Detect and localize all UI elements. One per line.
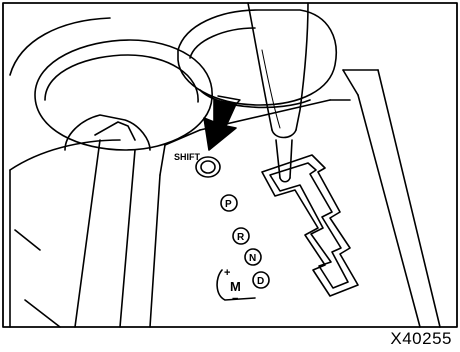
shift-lever: [248, 3, 308, 182]
shift-label: SHIFT: [174, 152, 201, 162]
position-p-label: P: [225, 199, 232, 210]
down-arrow-icon: [204, 96, 240, 150]
right-cup-holder: [178, 10, 336, 107]
position-d-label: D: [257, 276, 264, 287]
figure-code: X40255: [390, 329, 452, 349]
left-cup-holder: [10, 18, 212, 150]
manual-plus-label: +: [224, 267, 230, 279]
manual-m-label: M: [230, 279, 241, 294]
position-r-label: R: [237, 232, 245, 243]
position-n-label: N: [249, 253, 256, 264]
shift-gate: [262, 155, 358, 296]
manual-minus-label: −: [232, 293, 238, 305]
